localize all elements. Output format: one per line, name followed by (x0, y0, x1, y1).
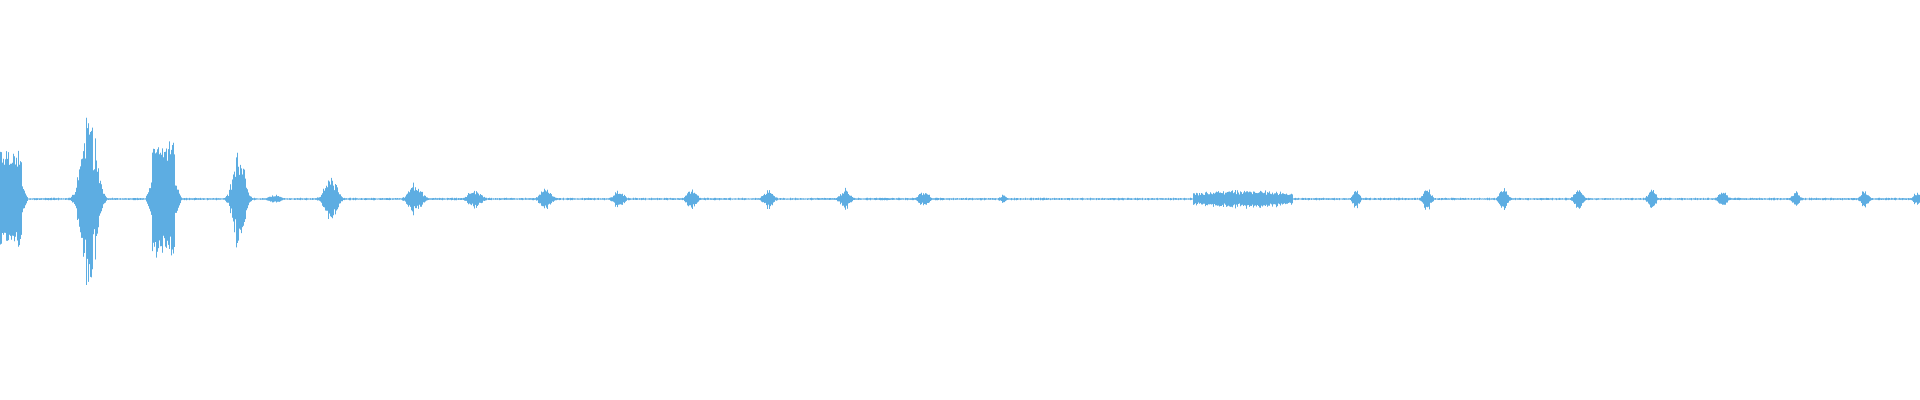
waveform-trace (0, 117, 1920, 285)
